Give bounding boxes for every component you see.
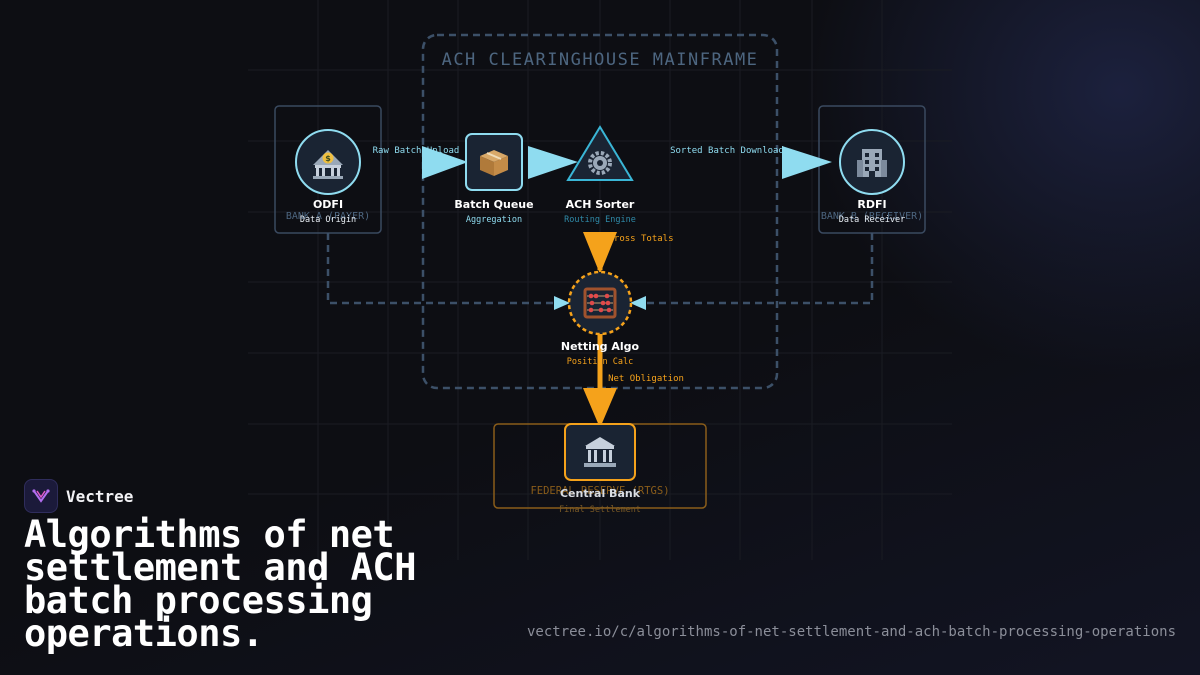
abacus-icon — [583, 287, 617, 319]
page-url[interactable]: vectree.io/c/algorithms-of-net-settlemen… — [526, 624, 1176, 640]
batch-queue-title: Batch Queue — [454, 198, 533, 211]
odfi-region-label: BANK A (PAYER) — [286, 211, 370, 222]
package-icon — [480, 150, 508, 176]
odfi-node: $ BANK A (PAYER) ODFI Data Origin — [286, 129, 370, 225]
rdfi-subtitle: Data Receiver — [839, 215, 906, 225]
bank-icon: $ — [313, 150, 343, 179]
net-obligation-label: Net Obligation — [608, 374, 684, 384]
rdfi-node: BANK B (RECEIVER) RDFI Data Receiver — [821, 129, 923, 225]
odfi-netting-arrowhead — [554, 296, 570, 310]
raw-batch-upload-arrow — [422, 146, 468, 179]
batch-queue-subtitle: Aggregation — [466, 215, 522, 225]
brand: Vectree — [24, 479, 133, 513]
vectree-logo-icon — [24, 479, 58, 513]
sorted-batch-download-arrow — [782, 146, 832, 179]
rdfi-netting-arrowhead — [630, 296, 646, 310]
ach-sorter-node: ACH Sorter Routing Engine — [564, 125, 636, 225]
netting-algo-title: Netting Algo — [561, 340, 640, 353]
gross-totals-label: Gross Totals — [608, 234, 673, 244]
netting-algo-subtitle: Position Calc — [567, 357, 634, 367]
central-bank-title: Central Bank — [560, 487, 641, 500]
sorted-batch-download-label: Sorted Batch Download — [670, 146, 784, 156]
brand-name: Vectree — [66, 486, 134, 506]
ach-sorter-subtitle: Routing Engine — [564, 215, 636, 225]
rdfi-title: RDFI — [857, 198, 886, 211]
ach-sorter-title: ACH Sorter — [566, 198, 635, 211]
central-bank-node: FEDERAL RESERVE (RTGS) Central Bank Fina… — [530, 423, 670, 515]
rdfi-to-netting-path — [640, 233, 874, 305]
central-bank-subtitle: Final Settlement — [559, 505, 641, 515]
gross-totals-arrowhead — [583, 232, 617, 274]
odfi-subtitle: Data Origin — [300, 215, 356, 225]
mainframe-label: ACH CLEARINGHOUSE MAINFRAME — [442, 50, 759, 70]
odfi-to-netting-path — [326, 233, 560, 305]
rdfi-region-label: BANK B (RECEIVER) — [821, 211, 923, 222]
odfi-title: ODFI — [313, 198, 343, 211]
office-building-icon — [857, 149, 887, 177]
gear-icon — [588, 151, 612, 175]
page-title: Algorithms of net settlement and ACH bat… — [24, 513, 416, 655]
batch-queue-node: Batch Queue Aggregation — [454, 133, 534, 225]
netting-algo-node: Netting Algo Position Calc — [561, 270, 640, 367]
classical-building-icon — [584, 437, 616, 467]
queue-to-sorter-arrow — [528, 146, 578, 179]
net-obligation-arrowhead — [583, 388, 617, 428]
raw-batch-upload-label: Raw Batch Upload — [373, 146, 460, 156]
svg-text:$: $ — [325, 154, 331, 163]
federal-reserve-label: FEDERAL RESERVE (RTGS) — [530, 485, 669, 497]
